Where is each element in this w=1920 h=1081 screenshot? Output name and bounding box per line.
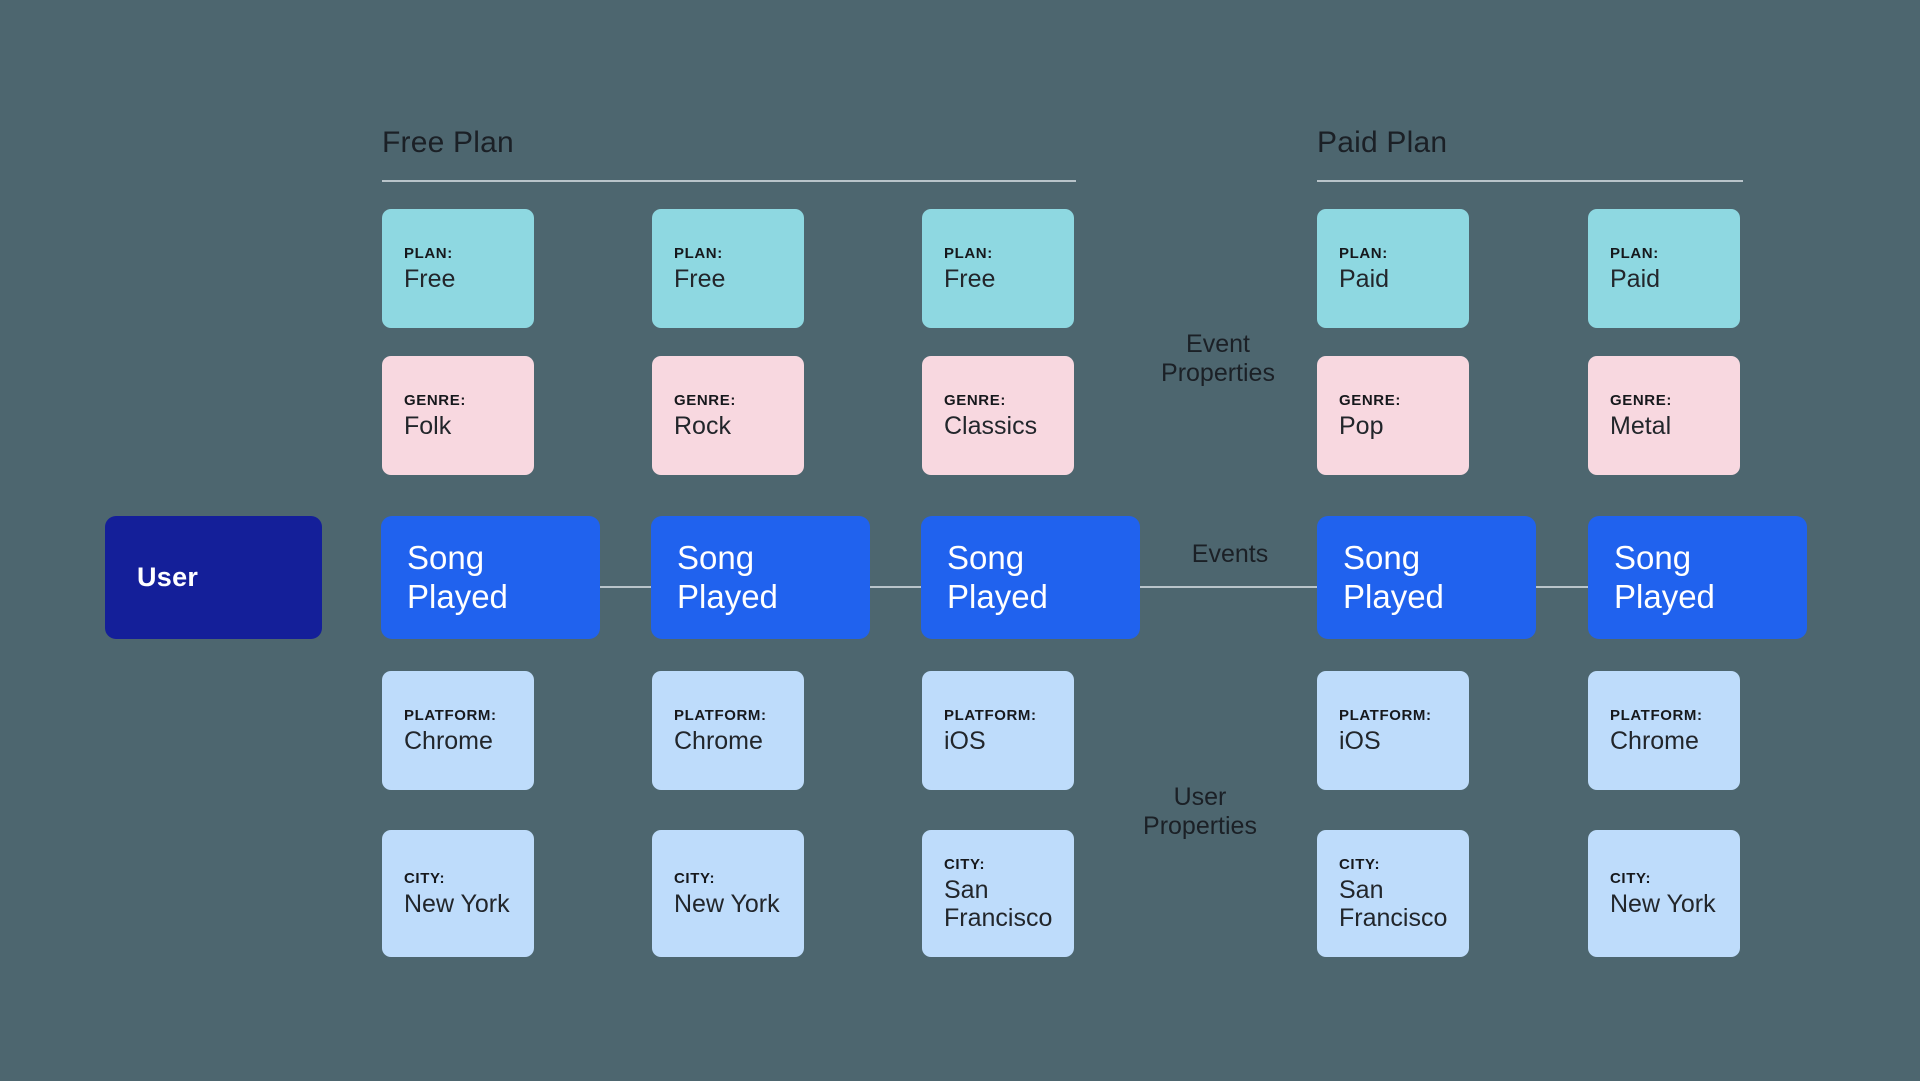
section-title: Free Plan xyxy=(382,126,514,159)
plan-card-label: PLAN: xyxy=(404,244,453,262)
city-card-value: San Francisco xyxy=(1339,875,1448,932)
platform-card-label: PLATFORM: xyxy=(1610,706,1703,724)
platform-card-value: Chrome xyxy=(674,726,763,755)
genre-card[interactable]: GENRE: Metal xyxy=(1588,356,1740,475)
genre-card[interactable]: GENRE: Classics xyxy=(922,356,1074,475)
platform-card-label: PLATFORM: xyxy=(674,706,767,724)
city-card[interactable]: CITY: New York xyxy=(1588,830,1740,957)
event-card-label: Song Played xyxy=(407,539,508,615)
plan-card-value: Free xyxy=(944,264,996,293)
plan-card[interactable]: PLAN: Free xyxy=(652,209,804,328)
plan-card-label: PLAN: xyxy=(1610,244,1659,262)
plan-card[interactable]: PLAN: Free xyxy=(922,209,1074,328)
platform-card-value: iOS xyxy=(1339,726,1381,755)
annotation-event-properties: Event Properties xyxy=(1161,330,1275,387)
city-card-value: New York xyxy=(404,889,510,918)
platform-card[interactable]: PLATFORM: iOS xyxy=(922,671,1074,790)
genre-card-value: Rock xyxy=(674,411,731,440)
platform-card[interactable]: PLATFORM: Chrome xyxy=(382,671,534,790)
event-card[interactable]: Song Played xyxy=(1317,516,1536,639)
city-card-label: CITY: xyxy=(404,869,446,887)
city-card-label: CITY: xyxy=(1610,869,1652,887)
genre-card-value: Folk xyxy=(404,411,452,440)
city-card[interactable]: CITY: San Francisco xyxy=(922,830,1074,957)
plan-card-label: PLAN: xyxy=(674,244,723,262)
genre-card[interactable]: GENRE: Folk xyxy=(382,356,534,475)
city-card[interactable]: CITY: San Francisco xyxy=(1317,830,1469,957)
event-card-label: Song Played xyxy=(1614,539,1715,615)
genre-card[interactable]: GENRE: Rock xyxy=(652,356,804,475)
platform-card-value: Chrome xyxy=(1610,726,1699,755)
event-connector-4-5 xyxy=(1536,586,1588,588)
genre-card-label: GENRE: xyxy=(674,391,736,409)
plan-card-label: PLAN: xyxy=(1339,244,1388,262)
event-connector-3-4 xyxy=(1140,586,1320,588)
platform-card-label: PLATFORM: xyxy=(1339,706,1432,724)
platform-card[interactable]: PLATFORM: Chrome xyxy=(1588,671,1740,790)
platform-card[interactable]: PLATFORM: Chrome xyxy=(652,671,804,790)
section-title: Paid Plan xyxy=(1317,126,1448,159)
platform-card[interactable]: PLATFORM: iOS xyxy=(1317,671,1469,790)
plan-card[interactable]: PLAN: Free xyxy=(382,209,534,328)
event-card[interactable]: Song Played xyxy=(1588,516,1807,639)
plan-card[interactable]: PLAN: Paid xyxy=(1588,209,1740,328)
city-card-value: San Francisco xyxy=(944,875,1053,932)
event-connector-2-3 xyxy=(870,586,922,588)
genre-card-value: Pop xyxy=(1339,411,1384,440)
annotation-user-properties: User Properties xyxy=(1143,783,1257,840)
genre-card-label: GENRE: xyxy=(1339,391,1401,409)
city-card-label: CITY: xyxy=(1339,855,1381,873)
plan-card-value: Paid xyxy=(1610,264,1661,293)
genre-card-label: GENRE: xyxy=(1610,391,1672,409)
plan-card-value: Paid xyxy=(1339,264,1390,293)
genre-card-value: Metal xyxy=(1610,411,1672,440)
event-card[interactable]: Song Played xyxy=(651,516,870,639)
section-header-paid-plan: Paid Plan xyxy=(1317,128,1743,182)
city-card-value: New York xyxy=(1610,889,1716,918)
event-card[interactable]: Song Played xyxy=(921,516,1140,639)
event-card-label: Song Played xyxy=(947,539,1048,615)
plan-card[interactable]: PLAN: Paid xyxy=(1317,209,1469,328)
section-rule xyxy=(1317,180,1743,182)
event-card-label: Song Played xyxy=(1343,539,1444,615)
section-header-free-plan: Free Plan xyxy=(382,128,1076,182)
genre-card[interactable]: GENRE: Pop xyxy=(1317,356,1469,475)
platform-card-value: Chrome xyxy=(404,726,493,755)
city-card[interactable]: CITY: New York xyxy=(382,830,534,957)
genre-card-label: GENRE: xyxy=(944,391,1006,409)
plan-card-label: PLAN: xyxy=(944,244,993,262)
city-card-label: CITY: xyxy=(674,869,716,887)
event-connector-1-2 xyxy=(600,586,652,588)
platform-card-label: PLATFORM: xyxy=(944,706,1037,724)
genre-card-value: Classics xyxy=(944,411,1038,440)
city-card-label: CITY: xyxy=(944,855,986,873)
event-card[interactable]: Song Played xyxy=(381,516,600,639)
plan-card-value: Free xyxy=(674,264,726,293)
section-rule xyxy=(382,180,1076,182)
city-card[interactable]: CITY: New York xyxy=(652,830,804,957)
user-node[interactable]: User xyxy=(105,516,322,639)
plan-card-value: Free xyxy=(404,264,456,293)
platform-card-label: PLATFORM: xyxy=(404,706,497,724)
annotation-events: Events xyxy=(1191,540,1269,568)
event-card-label: Song Played xyxy=(677,539,778,615)
platform-card-value: iOS xyxy=(944,726,986,755)
user-node-label: User xyxy=(137,562,199,592)
city-card-value: New York xyxy=(674,889,780,918)
genre-card-label: GENRE: xyxy=(404,391,466,409)
